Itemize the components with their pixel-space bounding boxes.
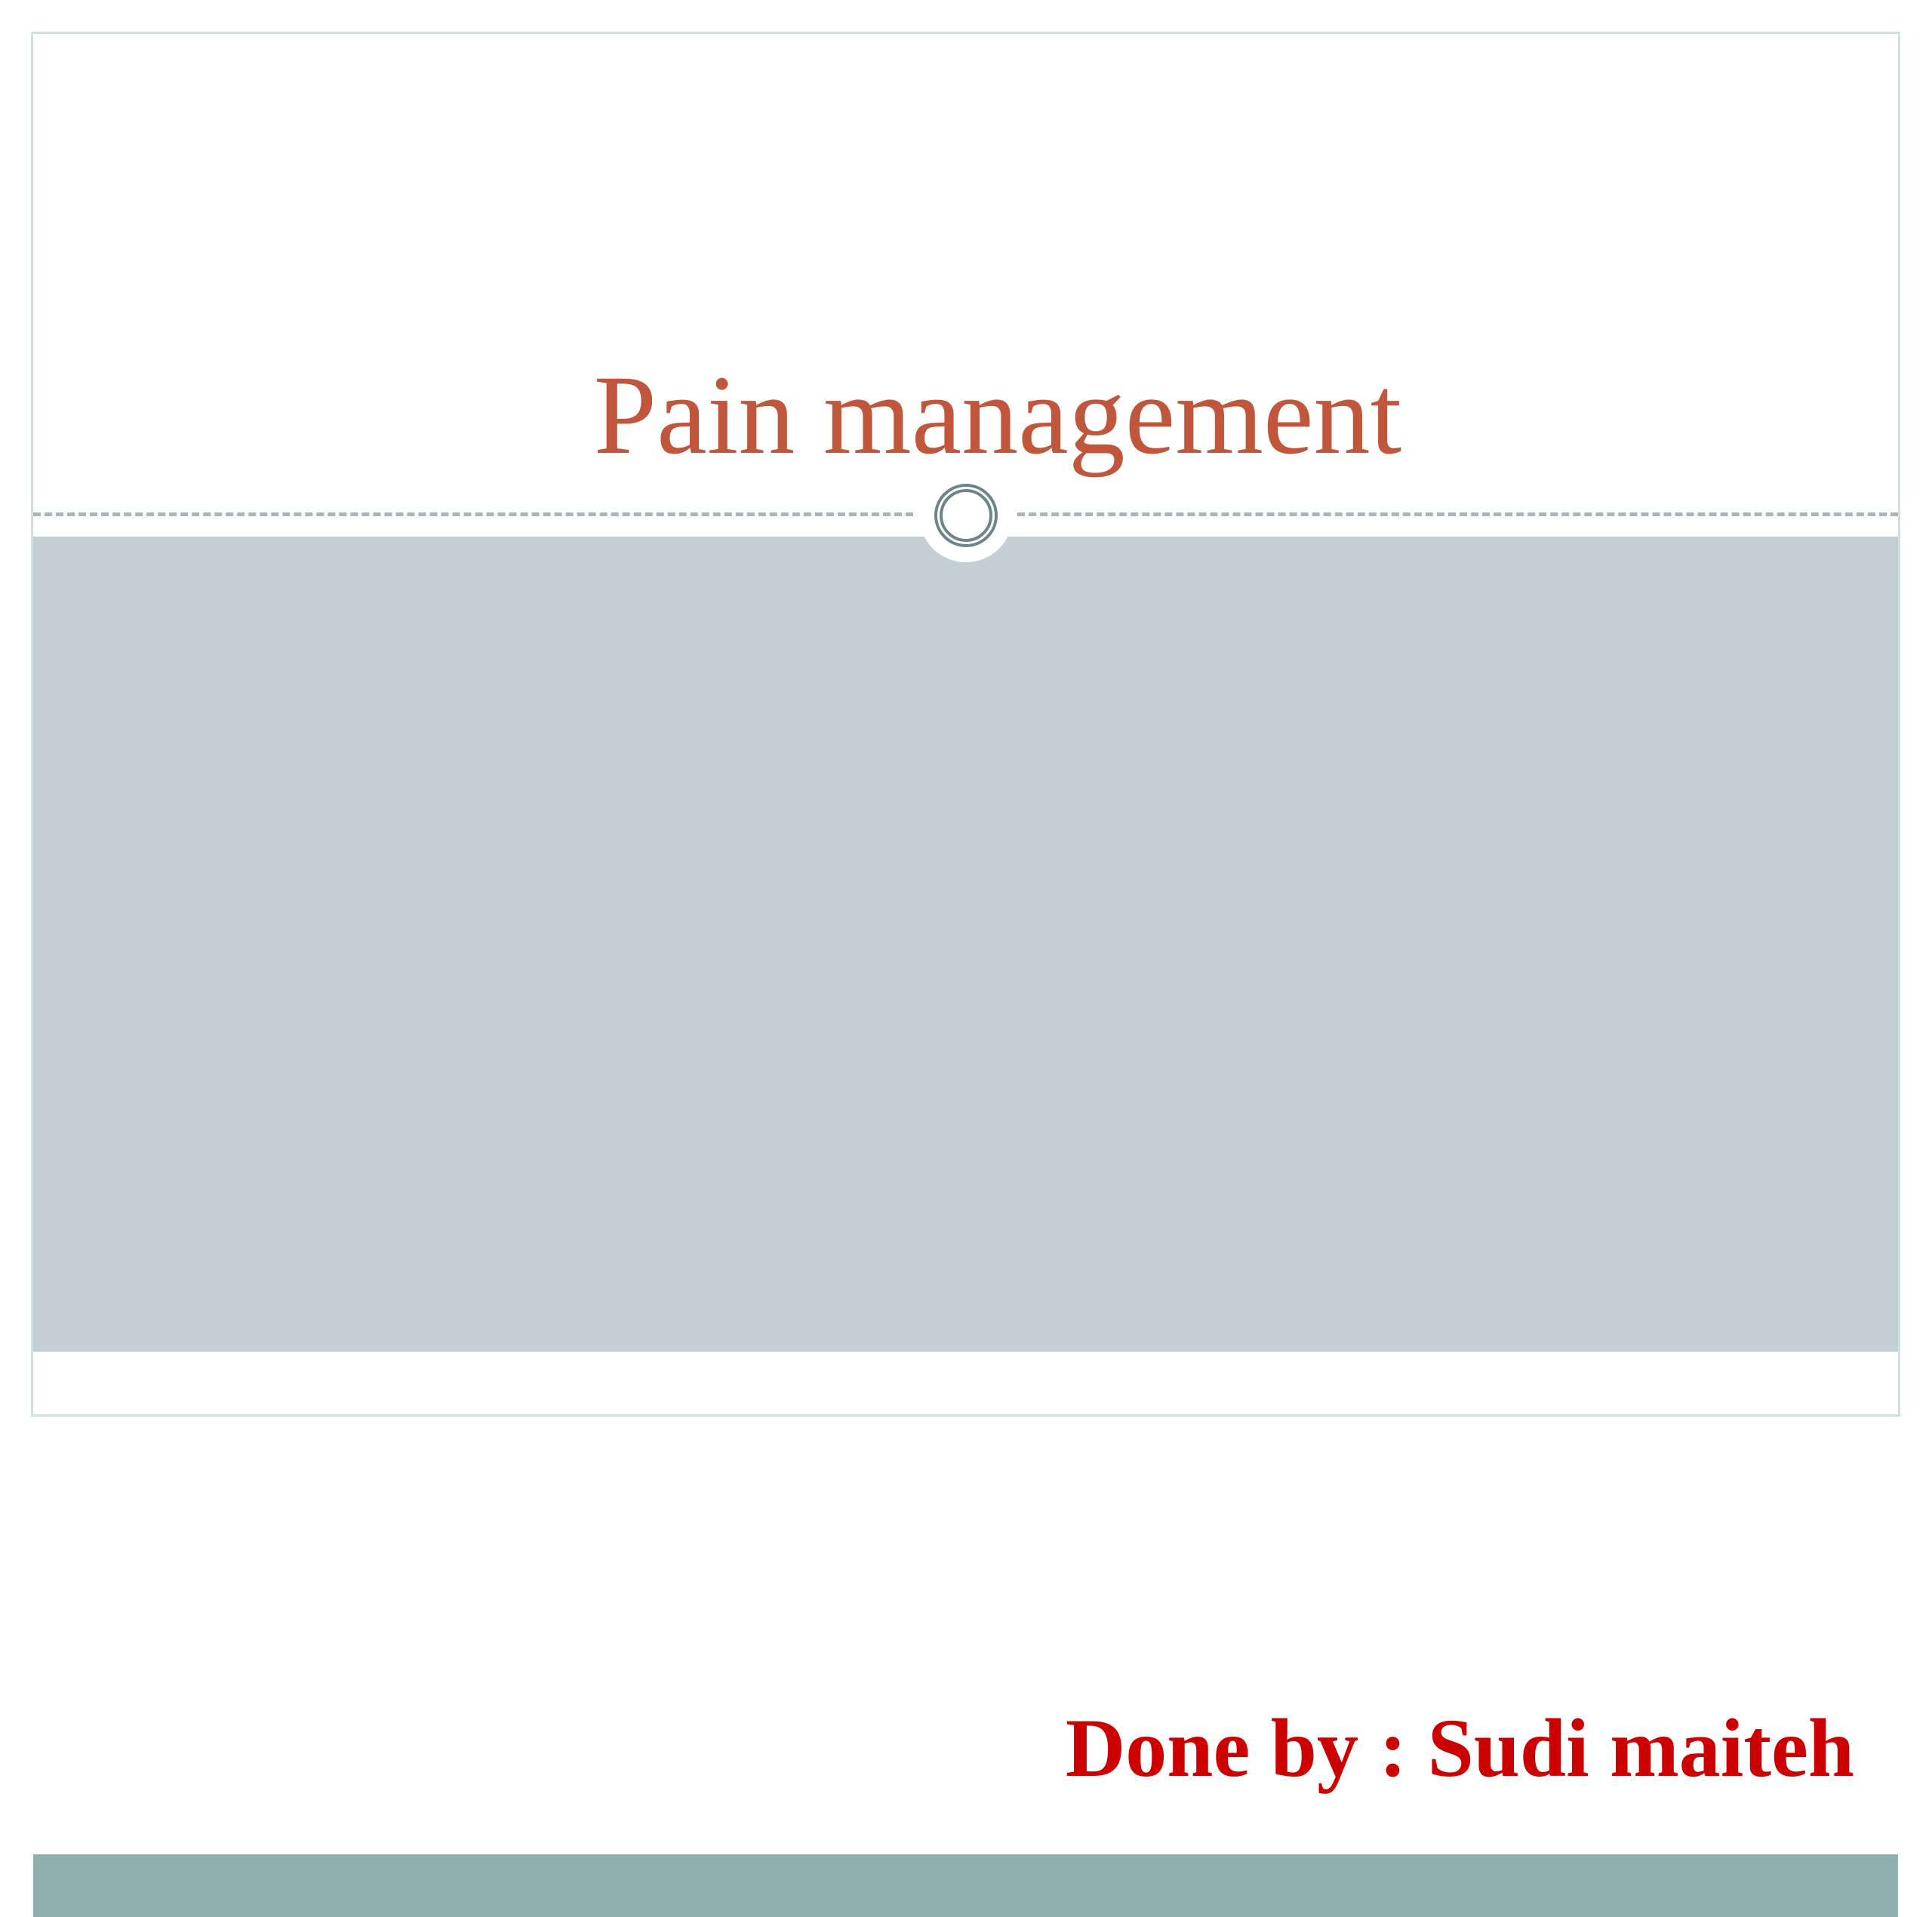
- dashed-separator-left: [33, 512, 913, 516]
- page-title: Pain management: [593, 352, 1402, 478]
- slide-frame: Pain management Done by : Sudi maiteh: [31, 32, 1900, 1917]
- content-panel: Done by : Sudi maiteh: [33, 537, 1898, 1917]
- circle-ornament-icon: [919, 469, 1013, 562]
- circle-inner-ring-icon: [940, 489, 992, 542]
- circle-outer-ring-icon: [934, 484, 998, 547]
- author-credit: Done by : Sudi maiteh: [1065, 1702, 1854, 1794]
- accent-bar: [33, 1854, 1898, 1917]
- dashed-separator-right: [1017, 512, 1898, 516]
- presentation-slide: Pain management Done by : Sudi maiteh: [31, 32, 1900, 1917]
- title-band: Pain management: [33, 34, 1898, 537]
